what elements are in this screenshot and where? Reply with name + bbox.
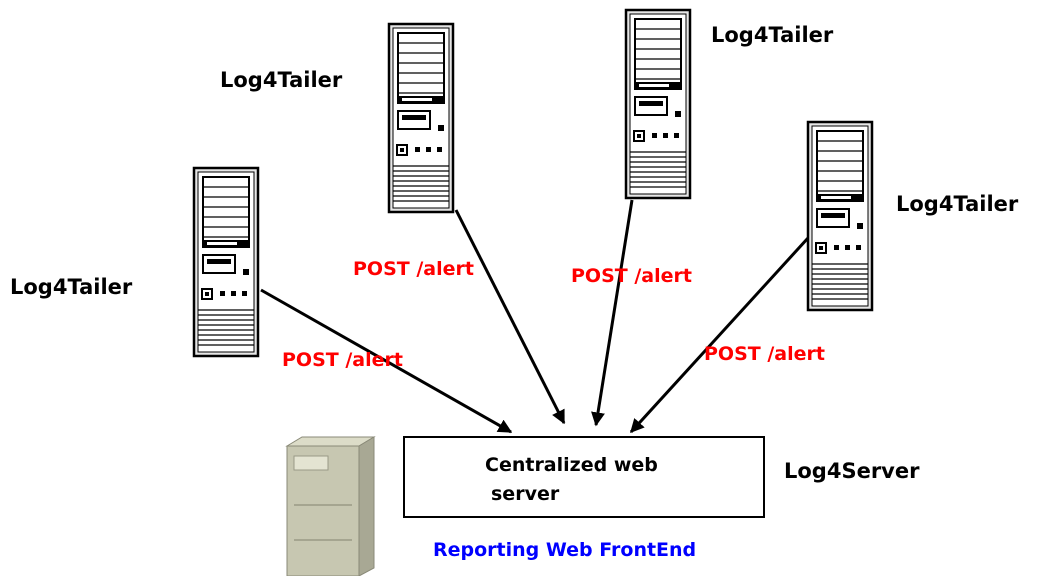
- tailer-top-left-label: Log4Tailer: [220, 68, 343, 92]
- tailer-top-right-server-icon: [624, 8, 692, 200]
- edge-arrow-top-left: [454, 209, 566, 425]
- server-box-text: Centralized web server: [485, 451, 658, 509]
- centralized-web-server-box: Centralized web server: [403, 436, 765, 518]
- tailer-left-server-icon: [192, 166, 260, 358]
- edge-arrow-left: [260, 288, 513, 434]
- tailer-right-label: Log4Tailer: [896, 192, 1019, 216]
- edge-label-top-left: POST /alert: [353, 258, 474, 280]
- tailer-top-left-server-icon: [387, 22, 455, 214]
- log4server-label: Log4Server: [784, 459, 920, 483]
- reporting-frontend-label: Reporting Web FrontEnd: [433, 539, 697, 561]
- server-box-line-1: Centralized web: [485, 454, 658, 476]
- tailer-left-label: Log4Tailer: [10, 275, 133, 299]
- edge-arrow-top-right: [591, 199, 634, 427]
- frontend-desktop-tower-icon: [285, 436, 376, 576]
- edge-label-right: POST /alert: [704, 343, 825, 365]
- server-box-line-2: server: [491, 483, 560, 505]
- edge-arrow-right: [629, 236, 810, 434]
- edge-label-top-right: POST /alert: [571, 265, 692, 287]
- edge-label-left: POST /alert: [282, 349, 403, 371]
- tailer-top-right-label: Log4Tailer: [711, 23, 834, 47]
- tailer-right-server-icon: [806, 120, 874, 312]
